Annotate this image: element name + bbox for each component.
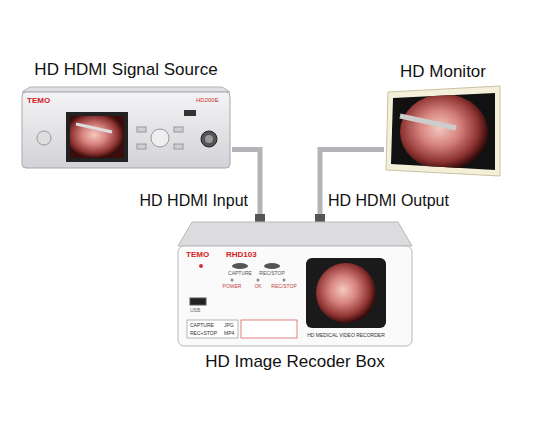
button bbox=[232, 263, 248, 269]
device-node: HD Monitor bbox=[384, 62, 502, 178]
power-button bbox=[37, 131, 51, 145]
device-marking: OK bbox=[254, 284, 261, 289]
cable-label: HD HDMI Output bbox=[326, 192, 451, 210]
instrument bbox=[400, 116, 456, 128]
device-marking: HD200E bbox=[196, 97, 219, 103]
device-marking: TEMO bbox=[27, 97, 50, 105]
camera-socket bbox=[201, 131, 217, 147]
device-node: HD Image Recoder Box bbox=[176, 222, 414, 372]
control-pad bbox=[151, 129, 169, 147]
device-marking: JPG bbox=[224, 323, 234, 328]
monitor-screen bbox=[391, 93, 495, 170]
recorder-screen bbox=[306, 258, 386, 328]
device-marking: HD MEDICAL VIDEO RECORDER bbox=[307, 333, 385, 338]
key bbox=[137, 127, 146, 132]
camera-socket-core bbox=[205, 135, 213, 143]
led bbox=[257, 279, 260, 282]
device-marking: CAPTURE bbox=[228, 271, 252, 276]
led bbox=[283, 279, 286, 282]
monitor-frame bbox=[386, 86, 500, 176]
instrument bbox=[76, 124, 112, 132]
recorder-image bbox=[316, 263, 376, 323]
hdmi-plug bbox=[315, 214, 325, 222]
device-body bbox=[22, 92, 230, 168]
key bbox=[174, 144, 183, 149]
device-marking: RHD103 bbox=[226, 251, 257, 259]
recorder-front bbox=[178, 246, 412, 346]
device-marking: REC/STOP bbox=[259, 271, 284, 276]
device-marking: REC/STOP bbox=[271, 284, 296, 289]
device-marking: USB bbox=[190, 308, 200, 313]
device-marking: REC+STOP bbox=[190, 331, 217, 336]
key bbox=[174, 127, 183, 132]
device-screen bbox=[66, 112, 128, 162]
led bbox=[199, 264, 203, 268]
device-marking: TEMO bbox=[186, 251, 209, 259]
device-marking: MP4 bbox=[224, 331, 234, 336]
device-node: HD HDMI Signal Source bbox=[20, 60, 232, 172]
usb-port bbox=[190, 298, 206, 305]
recorder-top bbox=[178, 222, 412, 246]
cable-label: HD HDMI Input bbox=[138, 192, 250, 210]
node-heading: HD HDMI Signal Source bbox=[34, 60, 217, 80]
device-marking: CAPTURE bbox=[190, 323, 214, 328]
hdmi-cable bbox=[320, 149, 384, 222]
usb-port bbox=[184, 110, 196, 116]
info-panel bbox=[187, 320, 238, 338]
node-heading: HD Image Recoder Box bbox=[205, 352, 385, 372]
hdmi-plug bbox=[255, 214, 265, 222]
node-heading: HD Monitor bbox=[400, 62, 486, 82]
led bbox=[231, 279, 234, 282]
button bbox=[264, 263, 280, 269]
key bbox=[137, 144, 146, 149]
screen-image bbox=[70, 116, 124, 158]
monitor-image bbox=[400, 94, 488, 170]
warning-panel bbox=[241, 320, 297, 338]
hdmi-cable bbox=[232, 150, 260, 222]
device-top bbox=[22, 87, 230, 92]
device-marking: POWER bbox=[223, 284, 242, 289]
